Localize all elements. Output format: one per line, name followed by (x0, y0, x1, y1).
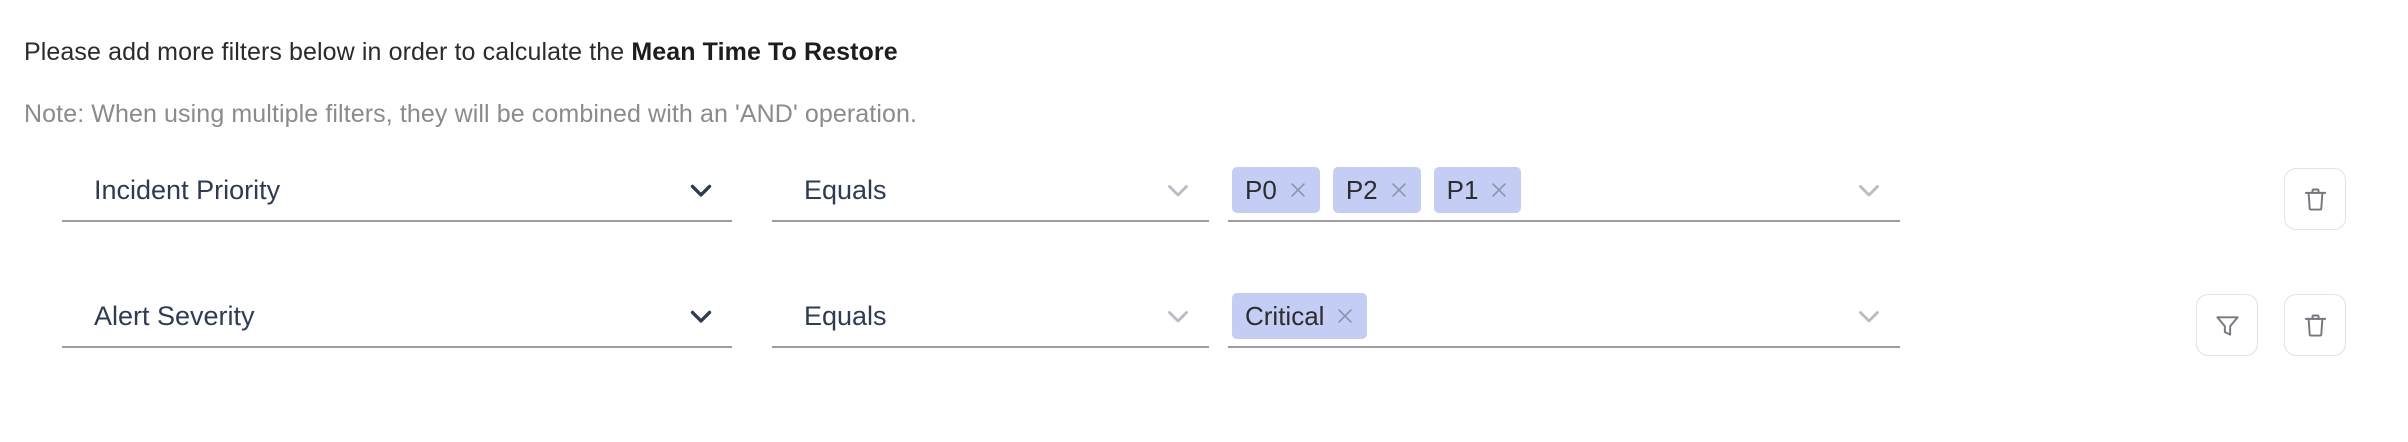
filter-values-multiselect[interactable]: Critical (1228, 286, 1900, 348)
filter-value-chip[interactable]: Critical (1232, 293, 1368, 339)
delete-filter-button[interactable] (2284, 294, 2346, 356)
filter-operator-select[interactable]: Equals (772, 286, 1209, 348)
chevron-down-icon (1161, 299, 1195, 333)
filter-value-chip[interactable]: P1 (1433, 167, 1522, 213)
filter-row-actions (2196, 294, 2346, 356)
filter-row-actions (2284, 168, 2346, 230)
chevron-down-icon (1161, 173, 1195, 207)
filter-value-chips: Critical (1232, 293, 1844, 339)
filter-rows: Incident Priority Equals P0 (0, 160, 2408, 412)
close-icon[interactable] (1287, 179, 1309, 201)
instruction-prefix: Please add more filters below in order t… (24, 38, 632, 66)
close-icon[interactable] (1488, 179, 1510, 201)
filter-attribute-select[interactable]: Alert Severity (62, 286, 732, 348)
filter-attribute-value: Incident Priority (94, 174, 281, 205)
filter-values-multiselect[interactable]: P0 P2 P1 (1228, 160, 1900, 222)
delete-filter-button[interactable] (2284, 168, 2346, 230)
chevron-down-icon (684, 173, 718, 207)
chip-label: P2 (1345, 175, 1378, 205)
filter-value-chip[interactable]: P2 (1332, 167, 1421, 213)
chevron-down-icon (1852, 173, 1886, 207)
filter-row: Alert Severity Equals Critical (0, 286, 2408, 412)
filter-value-chips: P0 P2 P1 (1232, 167, 1844, 213)
instruction-text: Please add more filters below in order t… (24, 38, 898, 66)
filter-operator-value: Equals (804, 174, 887, 205)
instruction-note: Note: When using multiple filters, they … (24, 100, 918, 128)
filter-attribute-value: Alert Severity (94, 300, 255, 331)
chip-label: Critical (1245, 301, 1325, 331)
filter-value-chip[interactable]: P0 (1232, 167, 1320, 213)
filter-attribute-select[interactable]: Incident Priority (62, 160, 732, 222)
instruction-metric-name: Mean Time To Restore (631, 38, 898, 66)
chip-label: P1 (1446, 175, 1479, 205)
filter-row: Incident Priority Equals P0 (0, 160, 2408, 286)
chevron-down-icon (1852, 299, 1886, 333)
add-filter-button[interactable] (2196, 294, 2258, 356)
close-icon[interactable] (1388, 179, 1410, 201)
chevron-down-icon (684, 299, 718, 333)
chip-label: P0 (1245, 175, 1277, 205)
filter-operator-select[interactable]: Equals (772, 160, 1209, 222)
filter-operator-value: Equals (804, 300, 887, 331)
close-icon[interactable] (1334, 305, 1356, 327)
